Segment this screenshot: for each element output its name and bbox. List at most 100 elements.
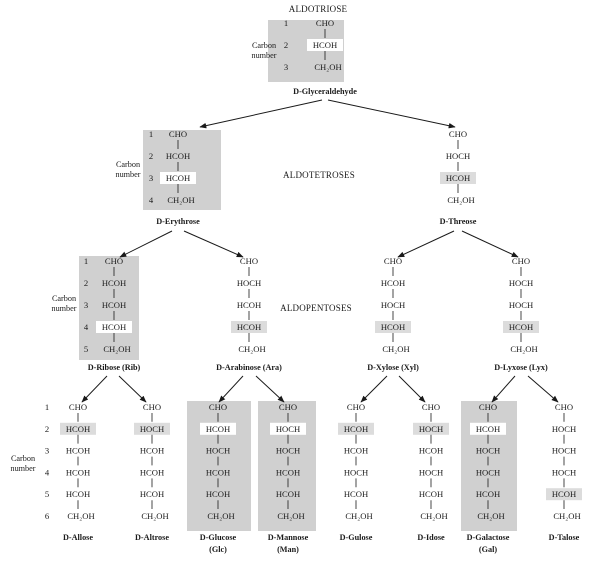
group-cho: CHO bbox=[143, 402, 161, 412]
group-ch2oh: CH₂OH bbox=[420, 511, 447, 521]
carbon-number: 2 bbox=[149, 151, 153, 161]
group-hcoh: HCOH bbox=[140, 446, 164, 456]
group-hoch: HOCH bbox=[419, 424, 443, 434]
group-hcoh: HCOH bbox=[552, 489, 576, 499]
derivation-arrow bbox=[255, 375, 285, 403]
carbon-label-line2: number bbox=[10, 464, 35, 473]
highlight-6 bbox=[503, 321, 539, 333]
group-hcoh: HCOH bbox=[476, 489, 500, 499]
group-hcoh: HCOH bbox=[509, 322, 533, 332]
group-hcoh: HCOH bbox=[140, 489, 164, 499]
group-ch2oh: CH₂OH bbox=[382, 344, 409, 354]
sugar-name: D-Xylose (Xyl) bbox=[367, 363, 419, 372]
group-hcoh: HCOH bbox=[206, 489, 230, 499]
carbon-label-line1: Carbon bbox=[52, 294, 76, 303]
derivation-arrow bbox=[327, 99, 456, 129]
group-hcoh: HCOH bbox=[206, 467, 230, 477]
group-hcoh: HCOH bbox=[237, 300, 261, 310]
carbon-number: 4 bbox=[84, 322, 89, 332]
derivation-arrow bbox=[461, 230, 519, 258]
group-cho: CHO bbox=[555, 402, 573, 412]
group-hcoh: HCOH bbox=[140, 467, 164, 477]
sugar-name: D-Galactose bbox=[467, 533, 510, 542]
derivation-arrow bbox=[81, 375, 108, 403]
group-hoch: HOCH bbox=[344, 467, 368, 477]
derivation-arrow bbox=[183, 230, 244, 258]
carbon-label-line1: Carbon bbox=[11, 454, 35, 463]
heading-aldotetroses: ALDOTETROSES bbox=[283, 170, 355, 180]
sugar-name: D-Glyceraldehyde bbox=[293, 87, 357, 96]
derivation-arrow bbox=[491, 375, 516, 403]
carbon-number: 1 bbox=[284, 18, 288, 28]
derivation-arrow bbox=[119, 230, 173, 258]
group-cho: CHO bbox=[105, 256, 123, 266]
derivation-arrow bbox=[199, 99, 323, 129]
highlight-4 bbox=[231, 321, 267, 333]
shaded-box-1 bbox=[143, 130, 221, 210]
group-ch2oh: CH₂OH bbox=[510, 344, 537, 354]
shaded-box-13 bbox=[461, 401, 517, 531]
group-hoch: HOCH bbox=[419, 467, 443, 477]
hexose-carbon-number: 2 bbox=[45, 424, 49, 434]
hexose-carbon-number: 3 bbox=[45, 446, 49, 456]
group-ch2oh: CH₂OH bbox=[277, 511, 304, 521]
derivation-arrow bbox=[397, 230, 455, 258]
group-hcoh: HCOH bbox=[344, 424, 368, 434]
shaded-box-10 bbox=[258, 401, 316, 531]
group-hcoh: HCOH bbox=[66, 424, 90, 434]
group-ch2oh: CH₂OH bbox=[67, 511, 94, 521]
highlight-8 bbox=[134, 422, 170, 435]
derivation-arrow bbox=[218, 375, 244, 403]
group-ch2oh: CH₂OH bbox=[553, 511, 580, 521]
carbon-number: 5 bbox=[84, 344, 88, 354]
derivation-arrow bbox=[360, 375, 388, 403]
group-hcoh: HCOH bbox=[66, 467, 90, 477]
group-hcoh: HCOH bbox=[102, 322, 126, 332]
group-hcoh: HCOH bbox=[276, 467, 300, 477]
group-cho: CHO bbox=[512, 256, 530, 266]
sugar-name: D-Talose bbox=[549, 533, 580, 542]
sugar-abbrev: (Glc) bbox=[209, 545, 227, 554]
carbon-label-line1: Carbon bbox=[252, 41, 276, 50]
derivation-arrow bbox=[118, 375, 147, 403]
group-hcoh: HCOH bbox=[344, 489, 368, 499]
group-ch2oh: CH₂OH bbox=[477, 511, 504, 521]
highlight-10 bbox=[270, 422, 306, 435]
sugar-name: D-Erythrose bbox=[156, 217, 200, 226]
group-hoch: HOCH bbox=[206, 446, 230, 456]
highlight-11 bbox=[338, 422, 374, 435]
carbon-label-line2: number bbox=[51, 304, 76, 313]
group-hoch: HOCH bbox=[552, 424, 576, 434]
group-hcoh: HCOH bbox=[381, 278, 405, 288]
group-hoch: HOCH bbox=[446, 151, 470, 161]
group-hcoh: HCOH bbox=[381, 322, 405, 332]
group-cho: CHO bbox=[479, 402, 497, 412]
group-hcoh: HCOH bbox=[66, 446, 90, 456]
group-cho: CHO bbox=[209, 402, 227, 412]
group-hcoh: HCOH bbox=[102, 300, 126, 310]
derivation-arrow bbox=[527, 375, 559, 403]
sugar-abbrev: (Man) bbox=[277, 545, 299, 554]
group-hoch: HOCH bbox=[552, 446, 576, 456]
sugar-name: D-Altrose bbox=[135, 533, 169, 542]
hexose-carbon-number: 4 bbox=[45, 467, 50, 477]
highlight-9 bbox=[200, 422, 236, 435]
group-hcoh: HCOH bbox=[237, 322, 261, 332]
group-hcoh: HCOH bbox=[102, 278, 126, 288]
heading-aldotriose: ALDOTRIOSE bbox=[289, 4, 348, 14]
group-cho: CHO bbox=[347, 402, 365, 412]
carbon-number: 1 bbox=[84, 256, 88, 266]
group-ch2oh: CH₂OH bbox=[314, 62, 341, 72]
